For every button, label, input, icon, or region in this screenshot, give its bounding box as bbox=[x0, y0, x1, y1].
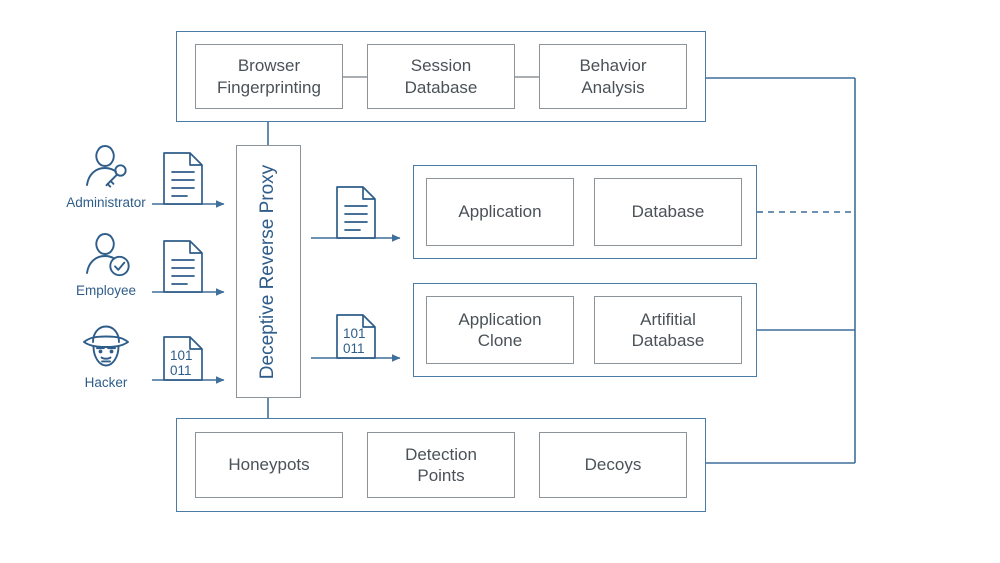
node-detection-points[interactable]: Detection Points bbox=[367, 432, 515, 498]
node-line1: Decoys bbox=[584, 455, 642, 475]
binary-doc-deception-line1: 101 bbox=[343, 326, 366, 341]
binary-doc-line2: 011 bbox=[170, 363, 192, 378]
node-honeypots[interactable]: Honeypots bbox=[195, 432, 343, 498]
node-line1: Application bbox=[458, 309, 542, 329]
node-database[interactable]: Database bbox=[594, 178, 742, 246]
node-line1: Behavior bbox=[579, 56, 647, 76]
deceptive-reverse-proxy[interactable]: Deceptive Reverse Proxy bbox=[236, 145, 301, 398]
node-application[interactable]: Application bbox=[426, 178, 574, 246]
node-line1: Database bbox=[631, 202, 705, 222]
node-line1: Browser bbox=[237, 56, 301, 76]
hacker-face-icon bbox=[83, 325, 129, 367]
actor-employee[interactable]: Employee bbox=[58, 228, 154, 298]
actor-label-hacker: Hacker bbox=[84, 375, 128, 390]
document-icon-administrator bbox=[163, 152, 203, 205]
user-verified-icon bbox=[86, 233, 130, 277]
node-line2: Database bbox=[631, 331, 705, 350]
node-line1: Artifitial bbox=[640, 309, 696, 329]
binary-document-icon-deception: 101 011 bbox=[336, 314, 376, 359]
node-line1: Application bbox=[458, 202, 542, 222]
node-line2: Database bbox=[404, 77, 478, 97]
node-line1: Honeypots bbox=[228, 455, 310, 475]
node-browser-fingerprinting[interactable]: Browser Fingerprinting bbox=[195, 44, 343, 109]
node-line1: Session bbox=[410, 56, 472, 76]
node-decoys[interactable]: Decoys bbox=[539, 432, 687, 498]
actor-hacker[interactable]: Hacker bbox=[58, 318, 154, 390]
node-artifitial-database[interactable]: Artifitial Database bbox=[594, 296, 742, 364]
node-application-clone[interactable]: Application Clone bbox=[426, 296, 574, 364]
document-icon-production bbox=[336, 186, 376, 239]
node-behavior-analysis[interactable]: Behavior Analysis bbox=[539, 44, 687, 109]
binary-doc-deception-line2: 011 bbox=[343, 341, 365, 356]
binary-document-icon-hacker: 101 011 bbox=[163, 336, 203, 381]
actor-administrator[interactable]: Administrator bbox=[58, 140, 154, 210]
node-line2: Points bbox=[417, 466, 465, 485]
proxy-label: Deceptive Reverse Proxy bbox=[257, 164, 279, 379]
document-icon-employee bbox=[163, 240, 203, 293]
actor-label-administrator: Administrator bbox=[66, 195, 146, 210]
user-key-icon bbox=[86, 145, 127, 188]
actor-label-employee: Employee bbox=[75, 283, 137, 298]
binary-doc-line1: 101 bbox=[170, 348, 193, 363]
node-line2: Clone bbox=[477, 331, 523, 350]
node-session-database[interactable]: Session Database bbox=[367, 44, 515, 109]
node-line2: Analysis bbox=[581, 77, 645, 97]
node-line2: Fingerprinting bbox=[217, 77, 321, 97]
node-line1: Detection bbox=[405, 444, 477, 464]
